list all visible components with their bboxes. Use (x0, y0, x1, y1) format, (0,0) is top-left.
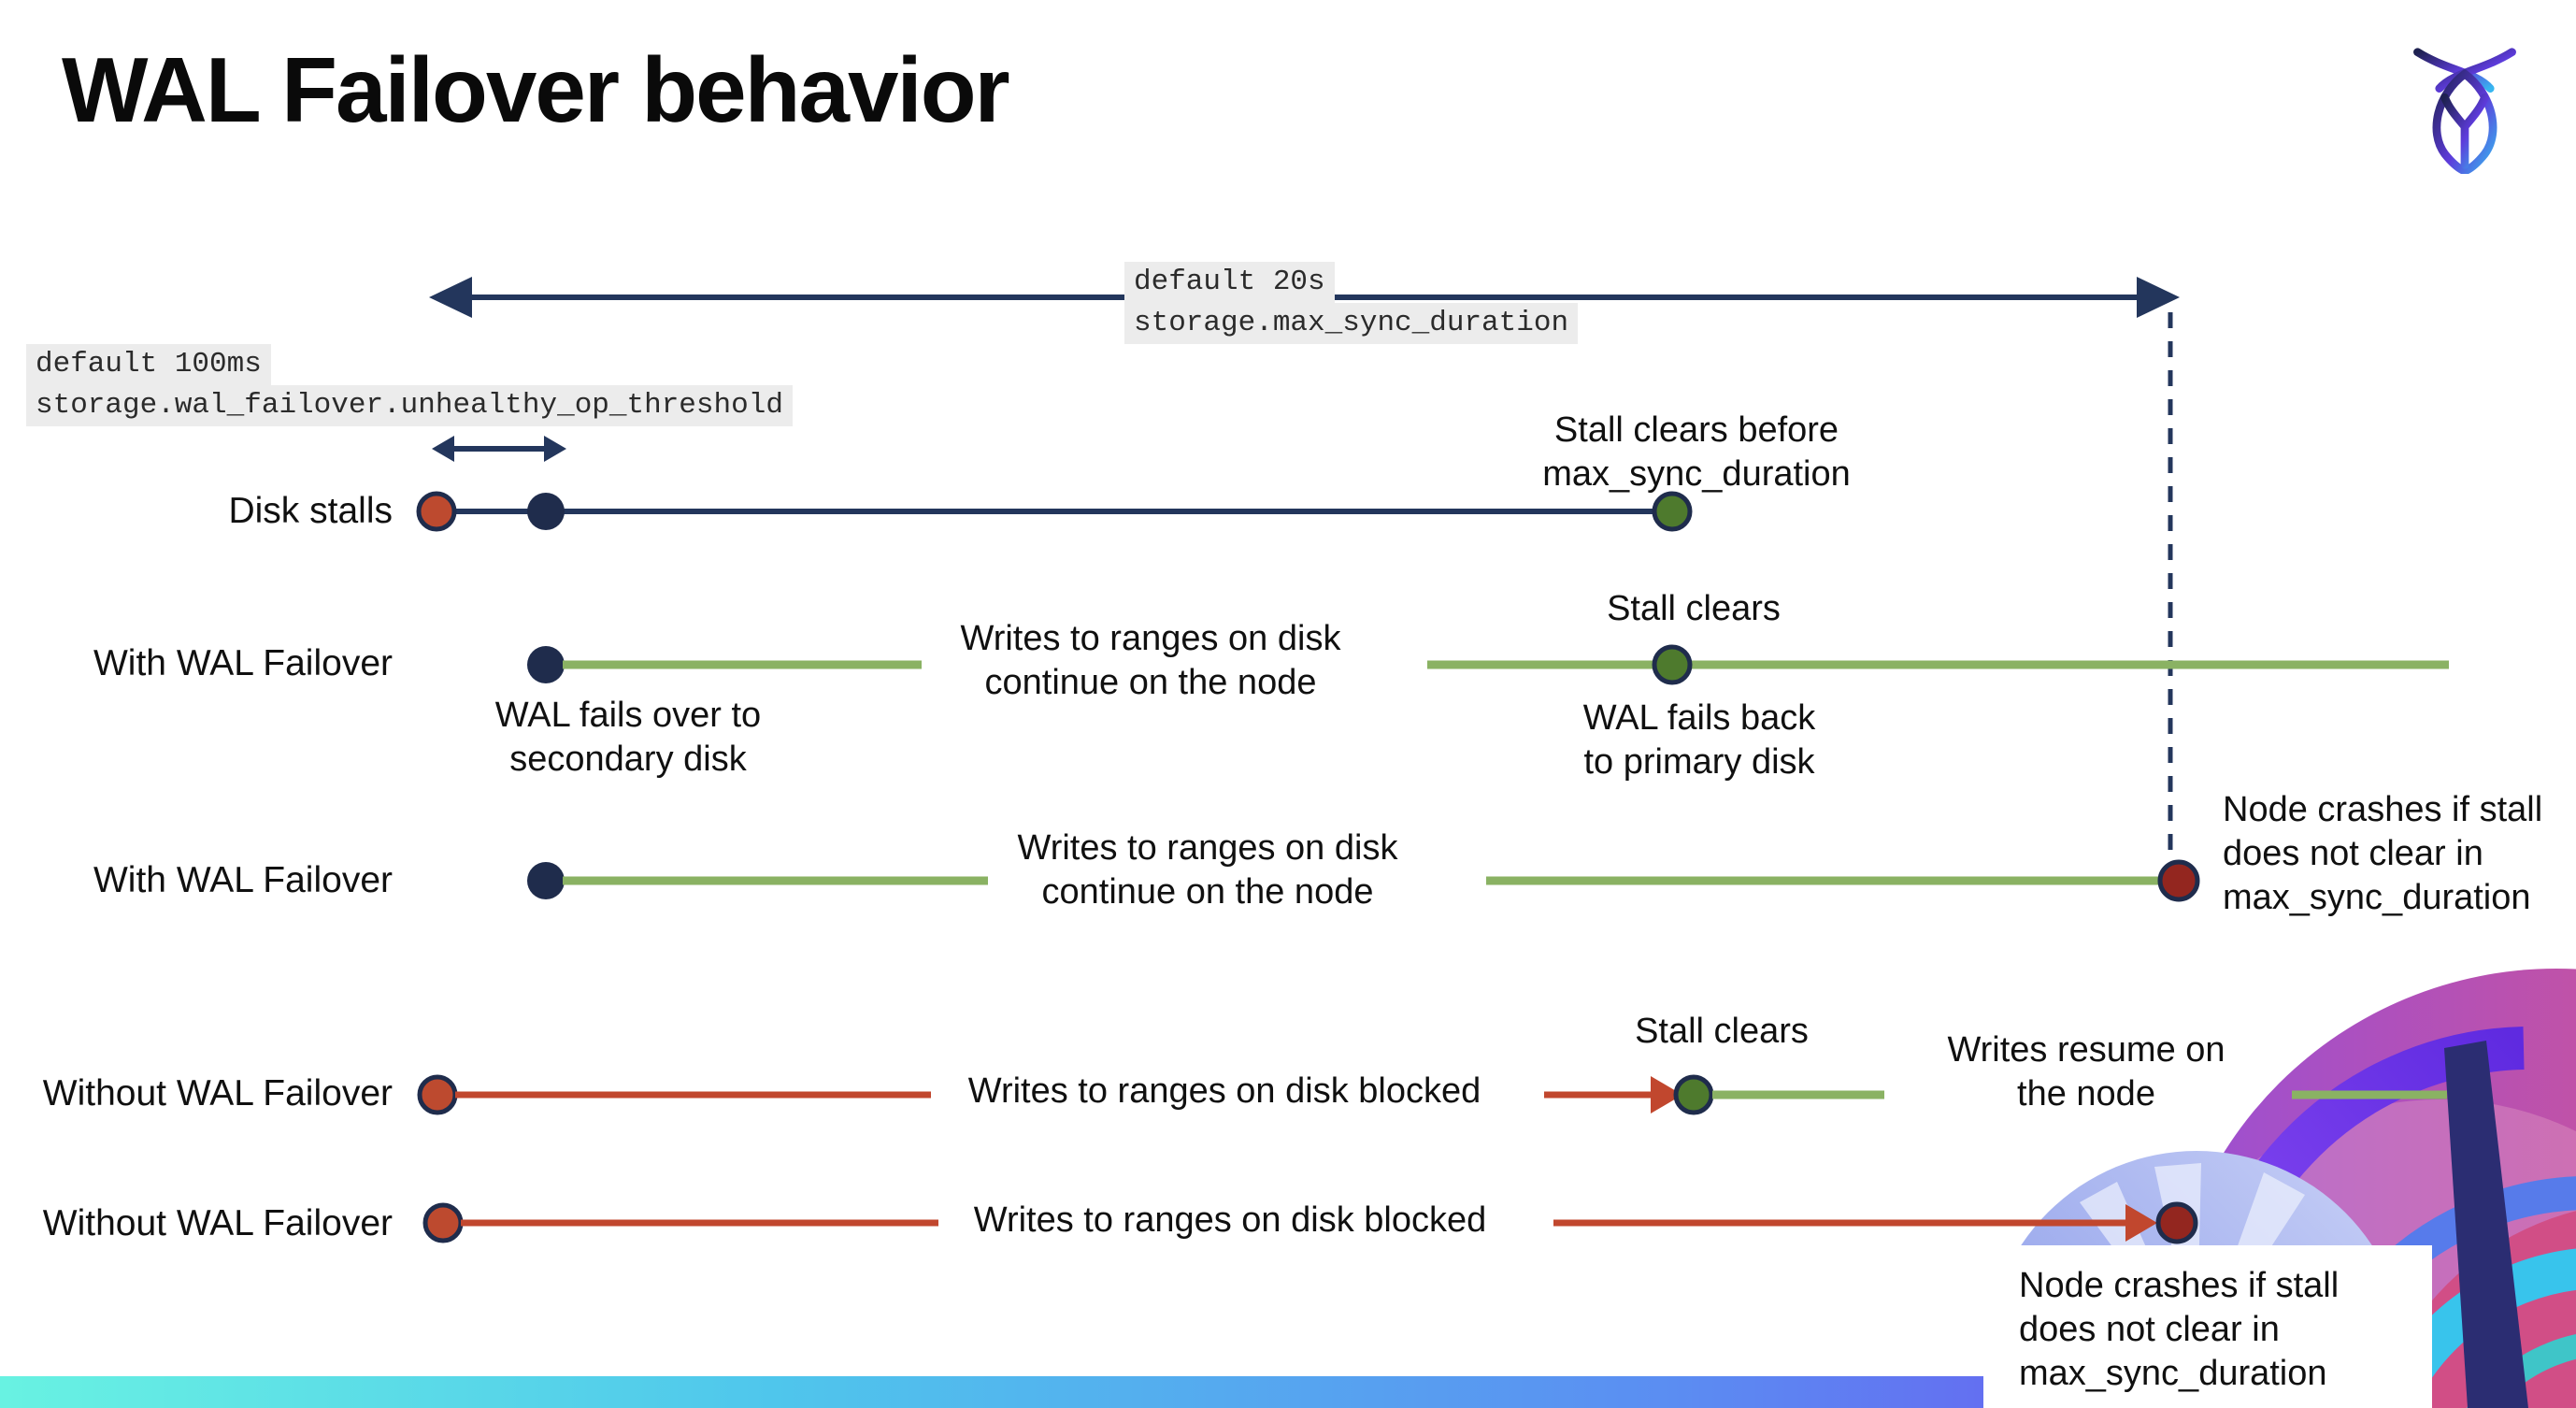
crash-note-box: Node crashes if stall does not clear in … (1983, 1245, 2432, 1408)
row-label-without-wal-failover-2: Without WAL Failover (42, 1203, 393, 1243)
art-navy-leg (2444, 1041, 2528, 1408)
logo-antenna-right (2435, 48, 2516, 93)
callout-stall-clears-2: Stall clears (1607, 589, 1781, 628)
row1-stall-start-dot (416, 491, 457, 532)
max-sync-setting-badge: storage.max_sync_duration (1124, 303, 1579, 344)
page-title: WAL Failover behavior (62, 38, 1010, 141)
max-sync-arrowhead-right (2137, 277, 2180, 318)
row1-threshold-dot (527, 493, 565, 530)
row1-stall-clear-dot (1652, 491, 1693, 532)
callout-writes-blocked-2: Writes to ranges on disk blocked (973, 1200, 1487, 1240)
cockroach-logo (2410, 43, 2520, 176)
callout-node-crashes-1: Node crashes if stall does not clear in … (2223, 790, 2543, 918)
row2-stall-clear-dot (1652, 644, 1693, 685)
threshold-arrowhead-left (432, 436, 454, 462)
max-sync-default-badge: default 20s (1124, 262, 1335, 303)
row-label-with-wal-failover-2: With WAL Failover (93, 860, 393, 900)
callout-writes-continue-1: Writes to ranges on disk continue on the… (960, 619, 1341, 703)
callout-writes-blocked-1: Writes to ranges on disk blocked (967, 1071, 1481, 1111)
row4-red-arrowhead (1651, 1076, 1682, 1113)
callout-writes-continue-2: Writes to ranges on disk continue on the… (1017, 828, 1398, 912)
callout-node-crashes-2: Node crashes if stall does not clear in … (2019, 1266, 2340, 1394)
row-label-disk-stalls: Disk stalls (228, 491, 393, 531)
row5-stall-start-dot (422, 1202, 464, 1243)
threshold-default-badge: default 100ms (26, 344, 271, 385)
row-label-without-wal-failover-1: Without WAL Failover (42, 1073, 393, 1113)
row3-failover-dot (527, 862, 565, 899)
logo-body (2432, 68, 2497, 176)
callout-wal-fails-over: WAL fails over to secondary disk (494, 696, 762, 780)
threshold-setting-badge: storage.wal_failover.unhealthy_op_thresh… (26, 385, 793, 426)
callout-writes-resume: Writes resume on the node (1947, 1030, 2225, 1114)
logo-veins (2440, 93, 2489, 169)
callout-stall-clears-before: Stall clears before max_sync_duration (1542, 410, 1851, 495)
row-label-with-wal-failover-1: With WAL Failover (93, 643, 393, 683)
max-sync-arrowhead-left (429, 277, 472, 318)
row4-stall-start-dot (417, 1074, 458, 1115)
callout-wal-fails-back: WAL fails back to primary disk (1582, 698, 1816, 783)
cockroach-logo-icon (2413, 48, 2516, 176)
callout-stall-clears-3: Stall clears (1635, 1012, 1809, 1051)
row2-failover-dot (527, 646, 565, 683)
threshold-arrowhead-right (544, 436, 566, 462)
row3-crash-dot (2157, 859, 2200, 902)
row4-stall-clear-dot (1673, 1074, 1714, 1115)
